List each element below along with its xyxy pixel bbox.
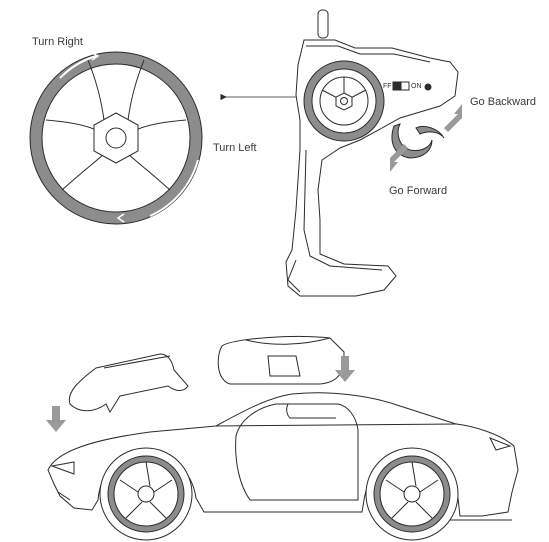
detached-hood-part-icon xyxy=(68,353,189,414)
throttle-arrows-icon xyxy=(390,104,462,172)
large-steering-wheel-icon xyxy=(29,51,203,225)
rc-car-body-icon xyxy=(47,392,519,541)
transmitter-icon xyxy=(285,9,459,297)
go-forward-label: Go Forward xyxy=(389,185,448,197)
go-backward-label: Go Backward xyxy=(470,96,537,108)
turn-left-label: Turn Left xyxy=(213,142,257,154)
turn-right-label: Turn Right xyxy=(32,36,83,48)
switch-on-label: ON xyxy=(411,83,422,90)
down-arrow-icon xyxy=(46,356,355,432)
detached-roof-part-icon xyxy=(217,335,345,385)
switch-off-label: FF xyxy=(383,83,392,90)
